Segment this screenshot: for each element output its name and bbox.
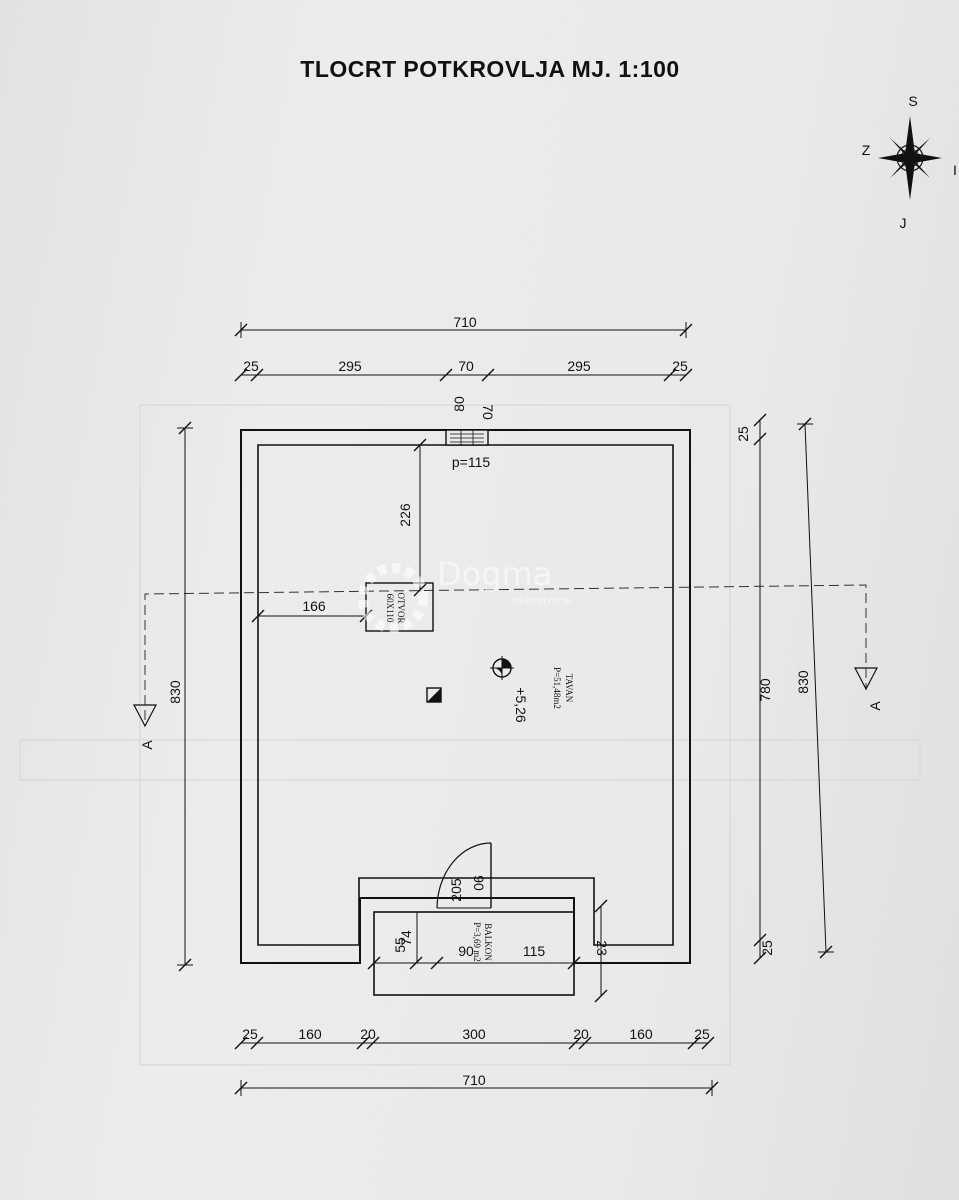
dim-bottom-right-wall: 25 (694, 1026, 710, 1042)
dim-bottom-right-pier: 20 (573, 1026, 589, 1042)
hatch-label: OTVOR (396, 593, 406, 624)
dim-bottom-balcony: 300 (462, 1026, 486, 1042)
balcony-dim-90: 90 (458, 943, 474, 959)
balcony-name: BALKON (483, 923, 493, 961)
compass-icon (878, 116, 942, 200)
right-dimensions (753, 413, 834, 965)
dim-bottom-left-pier: 20 (360, 1026, 376, 1042)
balcony-door (436, 842, 492, 909)
bottom-dimensions (234, 1036, 719, 1096)
dim-top-left-span: 295 (338, 358, 362, 374)
watermark-logo: Dogma nekretnine (358, 555, 571, 633)
dim-right-top-wall: 25 (735, 426, 751, 442)
door-height: 205 (448, 878, 464, 902)
room-elevation: +5,26 (513, 687, 529, 723)
dim-top-right-wall: 25 (672, 358, 688, 374)
drawing-title: TLOCRT POTKROVLJA MJ. 1:100 (300, 56, 680, 82)
ghost-lines (19, 404, 921, 1066)
compass-e: I (953, 162, 957, 178)
level-marker-icon (490, 656, 514, 680)
compass-s: J (900, 215, 907, 231)
window-top (445, 429, 489, 446)
window-height: 80 (451, 396, 467, 412)
dim-top-opening: 70 (458, 358, 474, 374)
watermark-brand: Dogma (437, 555, 552, 593)
dim-top-right-span: 295 (567, 358, 591, 374)
hatch-offset: 166 (302, 598, 326, 614)
section-line (144, 584, 867, 720)
room-name: TAVAN (564, 674, 574, 703)
door-width: 90 (471, 875, 487, 891)
walls (240, 429, 691, 964)
section-label-right: A (867, 701, 883, 711)
dim-top-left-wall: 25 (243, 358, 259, 374)
balcony-dim-23: 23 (594, 940, 610, 956)
dim-bottom-left-wall: 25 (242, 1026, 258, 1042)
dim-bottom-left-span: 160 (298, 1026, 322, 1042)
window-sill: p=115 (452, 454, 490, 470)
balcony-area: P=3,69 m2 (472, 922, 482, 962)
balcony-slab (373, 911, 575, 996)
dim-right-overall: 830 (795, 670, 811, 694)
compass-w: Z (862, 142, 871, 158)
window-width: 70 (480, 404, 496, 420)
compass-n: S (908, 93, 917, 109)
room-area: P=51,48m2 (552, 667, 562, 709)
top-dimensions (234, 322, 693, 382)
hatch-size: 60X110 (385, 594, 395, 623)
balcony-dim-115: 115 (523, 943, 546, 959)
dim-bottom-overall: 710 (462, 1072, 486, 1088)
left-dimension (177, 421, 193, 972)
dim-bottom-right-span: 160 (629, 1026, 653, 1042)
dim-right-inner: 780 (757, 678, 773, 702)
dim-left-overall: 830 (167, 680, 183, 704)
window-offset: 226 (397, 503, 413, 527)
section-label-left: A (139, 740, 155, 750)
dim-top-overall: 710 (453, 314, 477, 330)
dim-right-bottom-wall: 25 (759, 940, 775, 956)
watermark-sub: nekretnine (512, 594, 571, 607)
chimney-icon (426, 687, 442, 703)
balcony-dim-74: 74 (398, 930, 414, 946)
balcony-dim-55: 55 (392, 937, 408, 953)
